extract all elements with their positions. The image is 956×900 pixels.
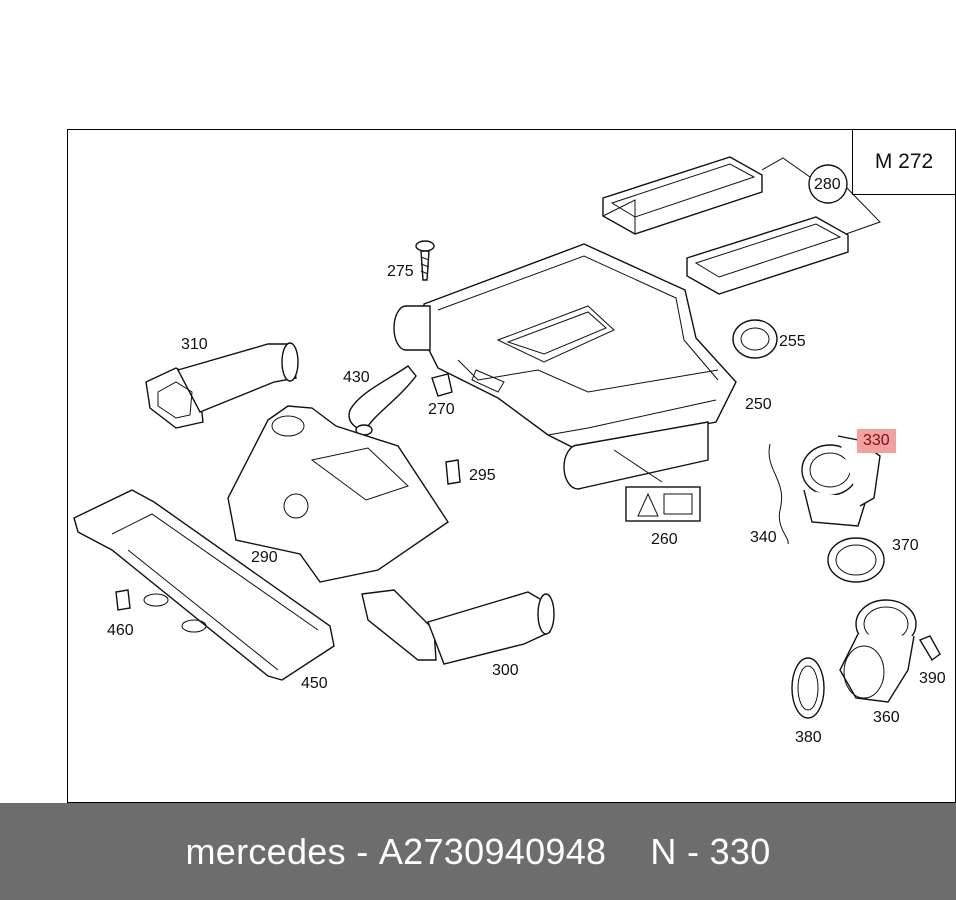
sleeve-390 — [918, 635, 941, 662]
clip-460 — [115, 589, 131, 611]
intake-connector-360 — [839, 599, 917, 703]
intake-duct-300 — [361, 589, 555, 665]
warning-label-260 — [625, 486, 701, 522]
air-mass-sensor-330 — [801, 435, 881, 527]
callout-290: 290 — [251, 549, 278, 566]
gasket-340 — [768, 443, 789, 545]
callout-340: 340 — [750, 529, 777, 546]
callout-450: 450 — [301, 675, 328, 692]
part-number: A2730940948 — [378, 830, 607, 872]
position-label: N - 330 — [650, 830, 771, 872]
model-designation: M 272 — [874, 150, 934, 173]
callout-circle-280 — [808, 164, 848, 204]
clamp-ring-370 — [827, 537, 885, 583]
callout-460: 460 — [107, 622, 134, 639]
model-designation-box: M 272 — [852, 130, 955, 195]
callout-250: 250 — [745, 396, 772, 413]
screw-275 — [415, 240, 435, 281]
callout-280: 280 — [814, 176, 841, 193]
callout-260: 260 — [651, 531, 678, 548]
callout-380: 380 — [795, 729, 822, 746]
air-guide-450 — [73, 489, 335, 681]
air-filter-element-upper — [602, 156, 763, 235]
air-filter-housing-250 — [393, 243, 737, 490]
callout-360: 360 — [873, 709, 900, 726]
callout-370: 370 — [892, 537, 919, 554]
exploded-view-drawing — [73, 156, 941, 719]
callout-310: 310 — [181, 336, 208, 353]
callout-255: 255 — [779, 333, 806, 350]
brand-name: mercedes — [185, 830, 346, 872]
engine-cover-290 — [227, 405, 449, 583]
banner-separator: - — [356, 830, 369, 872]
intake-duct-310 — [145, 342, 299, 429]
parts-diagram: M 272 280 275 255 310 430 270 250 330 29… — [67, 129, 956, 803]
part-info-banner: mercedes - A2730940948 N - 330 — [0, 803, 956, 900]
seal-380 — [791, 657, 825, 719]
callout-295: 295 — [469, 467, 496, 484]
clip-270 — [431, 373, 453, 397]
callout-330-highlighted: 330 — [857, 429, 896, 453]
clip-295 — [445, 459, 461, 485]
callout-390: 390 — [919, 670, 946, 687]
air-filter-element-lower — [686, 216, 849, 295]
hose-430 — [348, 365, 417, 436]
callout-300: 300 — [492, 662, 519, 679]
callout-430: 430 — [343, 369, 370, 386]
callout-275: 275 — [387, 263, 414, 280]
callout-270: 270 — [428, 401, 455, 418]
seal-ring-255 — [732, 319, 778, 359]
